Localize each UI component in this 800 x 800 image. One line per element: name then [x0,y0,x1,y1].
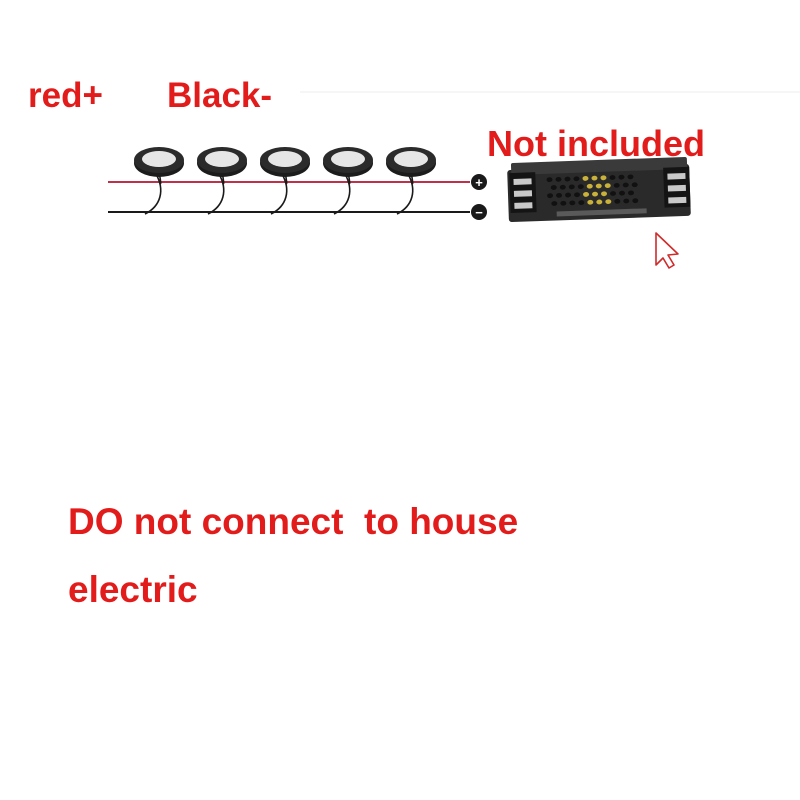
warning-text: DO not connect to house electric [68,501,519,610]
vent-hole [614,198,621,204]
vent-hole [619,190,626,196]
driver-vents [546,174,639,206]
cursor-arrow-icon [655,232,679,269]
vent-hole [559,184,566,190]
black-negative-label: Black- [167,76,273,115]
vent-hole [605,199,612,205]
vent-hole [568,184,575,190]
vent-hole [574,192,581,198]
vent-hole [564,176,571,182]
plus-terminal-icon: + [471,174,487,190]
minus-terminal-icon: − [471,204,487,220]
vent-hole [582,176,589,181]
vent-hole [623,198,630,204]
vent-hole [547,193,554,199]
minus-terminal-symbol: − [475,205,483,220]
vent-hole [586,183,593,189]
vent-hole [622,182,629,188]
vent-hole [583,192,590,197]
puck-light-icon [323,147,373,215]
vent-hole [591,175,598,181]
vent-hole [631,182,638,188]
puck-light-icon [260,147,310,215]
vent-hole [587,199,594,205]
vent-hole [569,200,576,206]
vent-hole [555,176,562,182]
vent-hole [600,175,607,181]
vent-hole [604,183,611,189]
vent-hole [627,174,634,180]
vent-hole [610,191,617,196]
vent-hole [628,190,635,196]
puck-light-icon [134,147,184,215]
led-driver-icon [507,156,691,223]
vent-hole [595,183,602,189]
vent-hole [596,199,603,205]
vent-hole [578,200,585,205]
vent-hole [573,176,580,182]
vent-hole [632,198,639,204]
vent-hole [618,174,625,180]
vent-hole [550,185,557,190]
vent-hole [613,182,620,188]
vent-hole [601,191,608,197]
vent-hole [577,184,584,189]
not-included-label: Not included [487,123,705,164]
puck-lights-group [134,147,436,215]
vent-hole [592,191,599,197]
vent-hole [560,200,567,206]
puck-light-icon [386,147,436,215]
red-positive-label: red+ [28,76,103,115]
vent-hole [565,192,572,198]
plus-terminal-symbol: + [475,175,483,190]
vent-hole [551,201,558,206]
vent-hole [609,175,616,180]
vent-hole [556,192,563,198]
puck-light-icon [197,147,247,215]
vent-hole [546,177,553,183]
